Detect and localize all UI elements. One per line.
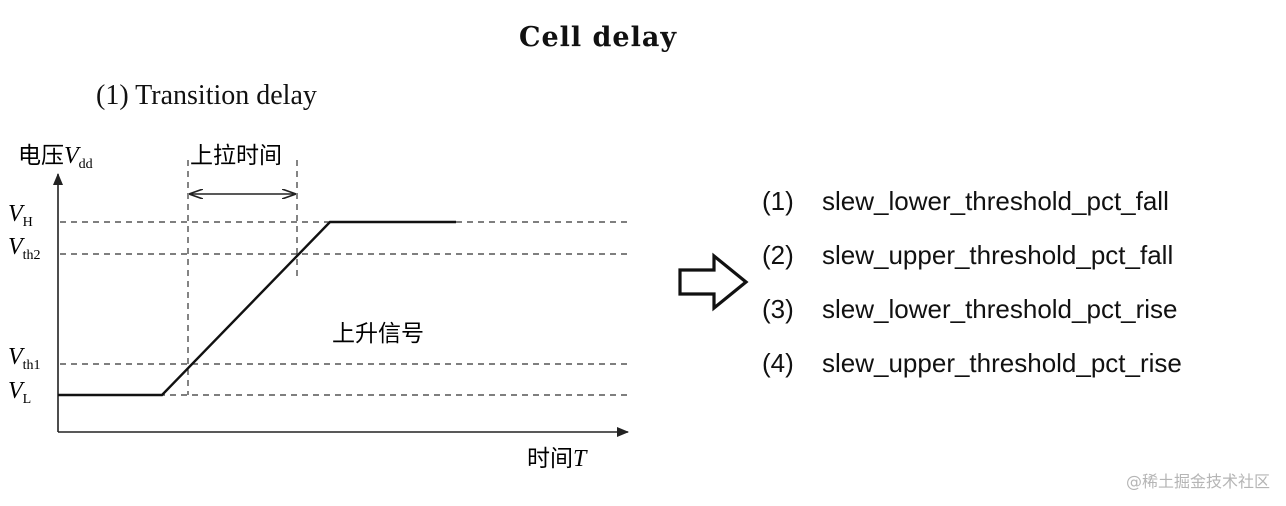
level-sub: th2 <box>23 248 41 263</box>
list-item-number: (1) <box>762 186 794 216</box>
level-label-vh: VH <box>8 201 33 230</box>
list-item-number: (3) <box>762 294 794 324</box>
list-item-text: slew_upper_threshold_pct_fall <box>822 240 1174 270</box>
x-axis-var: T <box>573 446 588 472</box>
x-axis-label-text: 时间 <box>527 446 573 472</box>
y-axis-var: V <box>64 143 81 169</box>
level-label-vl: VL <box>8 378 31 407</box>
list-item: (3) slew_lower_threshold_pct_rise <box>762 288 1182 342</box>
watermark: @稀土掘金技术社区 <box>1125 472 1270 491</box>
level-label-vth2: Vth2 <box>8 234 41 263</box>
list-item-number: (2) <box>762 240 794 270</box>
level-var: V <box>8 234 25 260</box>
y-axis-label-text: 电压 <box>18 143 64 169</box>
level-label-vth1: Vth1 <box>8 344 41 373</box>
diagram-subtitle: (1) Transition delay <box>96 80 317 111</box>
level-var: V <box>8 378 25 404</box>
page-title: Cell delay <box>518 22 678 53</box>
list-item-text: slew_lower_threshold_pct_fall <box>822 186 1169 216</box>
y-axis-var-sub: dd <box>79 157 93 172</box>
level-var: V <box>8 201 25 227</box>
level-sub: L <box>23 392 32 407</box>
list-item: (1) slew_lower_threshold_pct_fall <box>762 180 1182 234</box>
list-item: (4) slew_upper_threshold_pct_rise <box>762 342 1182 396</box>
threshold-list: (1) slew_lower_threshold_pct_fall (2) slew… <box>762 180 1182 396</box>
level-var: V <box>8 344 25 370</box>
level-sub: H <box>23 215 33 230</box>
transition-delay-diagram: 电压Vdd 时间T VH Vth2 Vth1 VL 上拉时间 上升信号 <box>8 143 629 472</box>
list-item-text: slew_lower_threshold_pct_rise <box>822 294 1178 324</box>
level-sub: th1 <box>23 358 41 373</box>
rising-signal-label: 上升信号 <box>332 321 424 347</box>
rising-signal-curve <box>58 220 456 397</box>
rise-time-label: 上拉时间 <box>190 143 282 169</box>
y-axis-label: 电压Vdd <box>18 143 93 172</box>
list-item-number: (4) <box>762 348 794 378</box>
right-arrow-icon <box>678 252 749 312</box>
x-axis-label: 时间T <box>527 446 588 472</box>
list-item-text: slew_upper_threshold_pct_rise <box>822 348 1182 378</box>
list-item: (2) slew_upper_threshold_pct_fall <box>762 234 1182 288</box>
